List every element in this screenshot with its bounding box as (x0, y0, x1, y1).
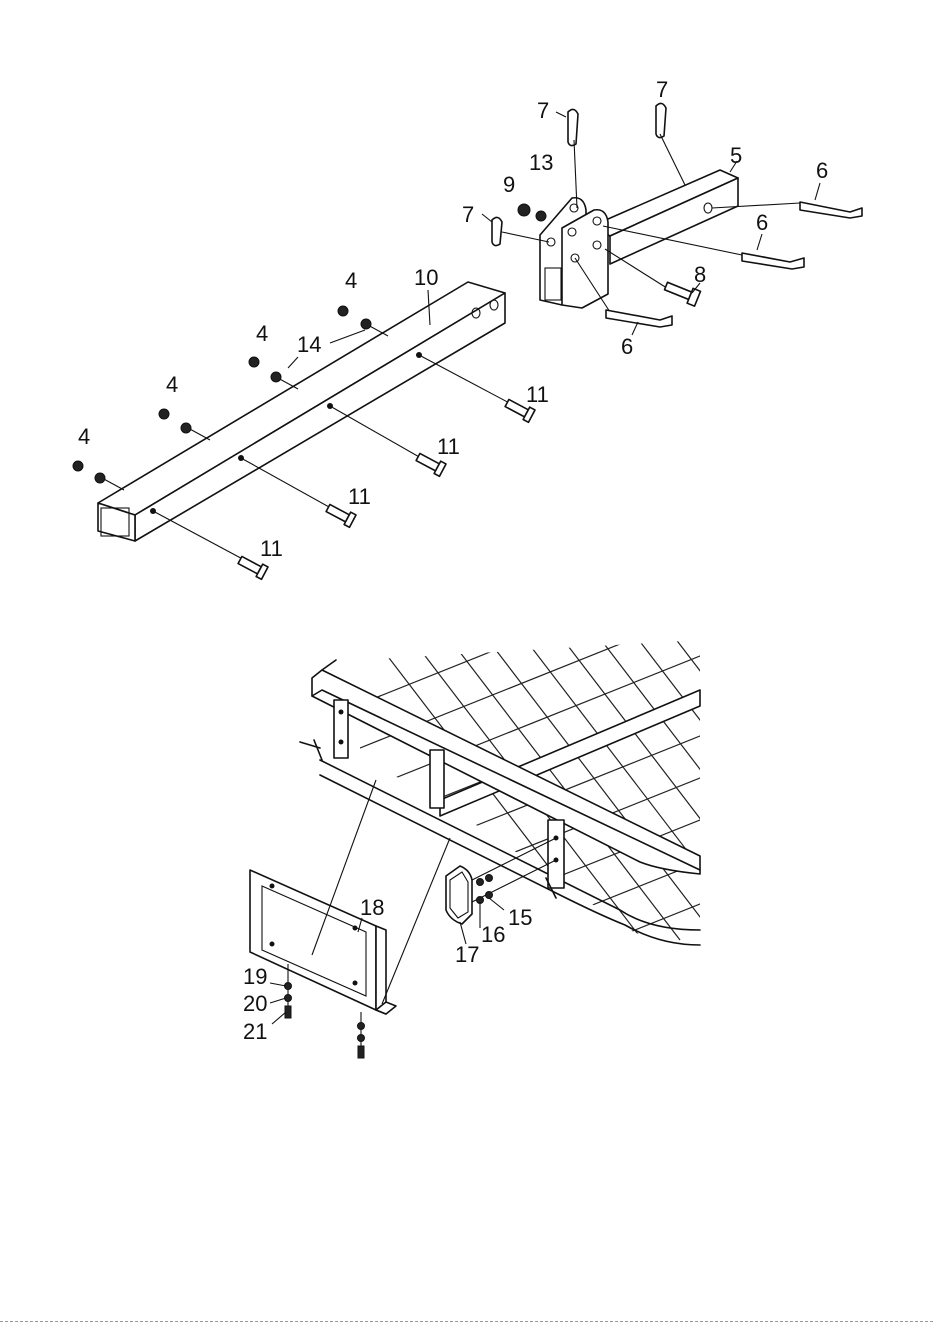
plate-bracket (250, 780, 450, 1014)
label-16: 16 (481, 922, 505, 947)
nut-9-washer-13 (518, 204, 546, 221)
label-10: 10 (414, 265, 438, 290)
label-19: 19 (243, 964, 267, 989)
top-exploded-view: 4 4 4 4 14 10 11 11 11 11 7 7 7 13 9 5 6… (73, 77, 862, 579)
label-9: 9 (503, 172, 515, 197)
label-4-d: 4 (345, 268, 357, 293)
label-13: 13 (529, 150, 553, 175)
label-8: 8 (694, 262, 706, 287)
label-6-a: 6 (816, 158, 828, 183)
label-11-b: 11 (348, 484, 371, 509)
label-7-a: 7 (537, 98, 549, 123)
label-4-b: 4 (166, 372, 178, 397)
label-17: 17 (455, 942, 479, 967)
label-15: 15 (508, 905, 532, 930)
label-11-a: 11 (260, 536, 283, 561)
label-6-b: 6 (756, 210, 768, 235)
label-18: 18 (360, 895, 384, 920)
label-7-b: 7 (656, 77, 668, 102)
label-11-d: 11 (526, 382, 549, 407)
label-7-c: 7 (462, 202, 474, 227)
label-5: 5 (730, 143, 742, 168)
label-6-c: 6 (621, 334, 633, 359)
bolt-8 (605, 249, 701, 306)
label-20: 20 (243, 991, 267, 1016)
label-11-c: 11 (437, 434, 460, 459)
bottom-exploded-view: 18 19 20 21 15 16 17 (243, 510, 933, 1058)
main-tube (98, 282, 505, 541)
label-14: 14 (297, 332, 321, 357)
label-21: 21 (243, 1019, 267, 1044)
wire-mesh (320, 510, 933, 1010)
label-4-c: 4 (256, 321, 268, 346)
label-4-a: 4 (78, 424, 90, 449)
bracket (540, 198, 608, 308)
page-bottom-rule (0, 1321, 933, 1322)
